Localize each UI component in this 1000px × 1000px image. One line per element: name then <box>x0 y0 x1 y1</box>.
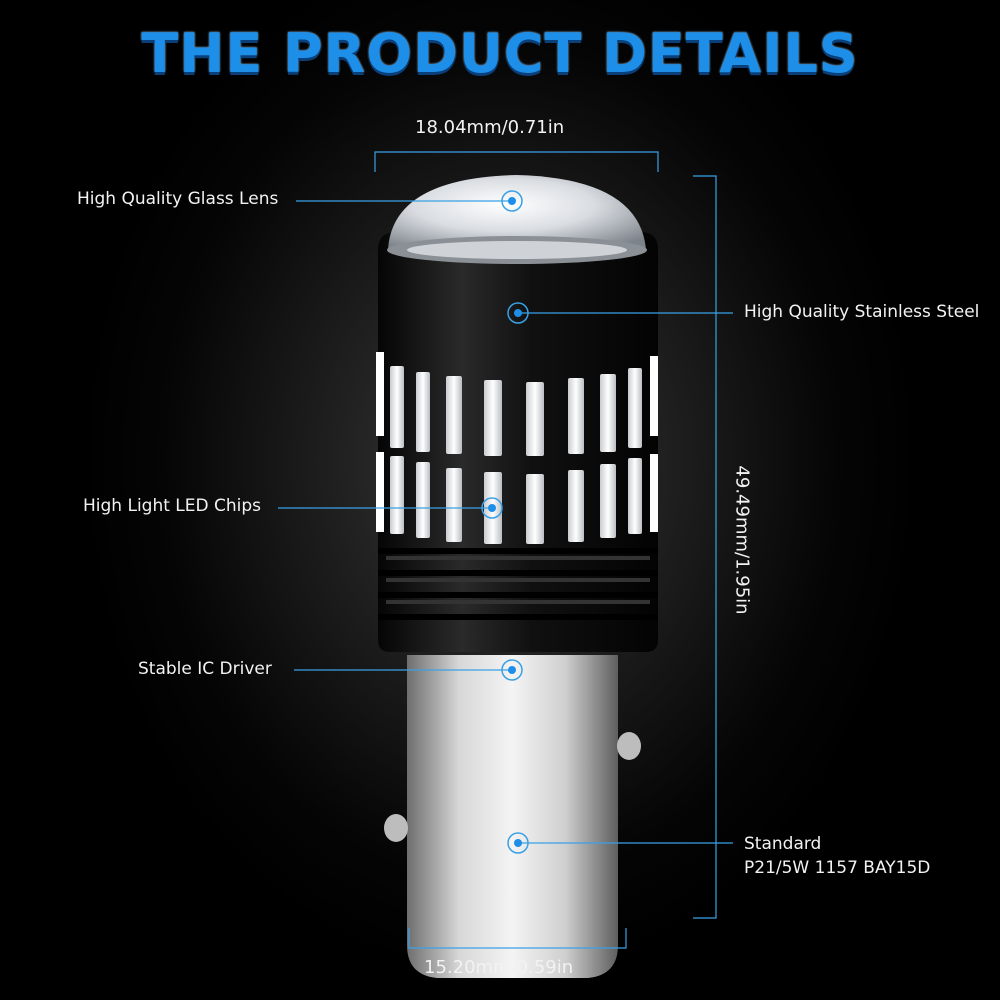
marker-stainless-steel <box>507 302 529 324</box>
callout-led-chips: High Light LED Chips <box>83 496 262 516</box>
callout-ic-driver: Stable IC Driver <box>138 659 272 679</box>
callout-stainless-steel: High Quality Stainless Steel <box>744 302 980 322</box>
marker-led-chips <box>481 497 503 519</box>
dimension-bottom-width: 15.20mm/0.59in <box>424 957 574 978</box>
bulb-base <box>384 655 641 978</box>
dimension-lines <box>374 151 717 949</box>
led-chip-row-upper <box>376 352 658 456</box>
glass-lens <box>387 175 647 264</box>
bulb-housing <box>378 232 658 652</box>
callout-standard-line2: P21/5W 1157 BAY15D <box>744 858 931 878</box>
marker-standard <box>507 832 529 854</box>
led-chip-row-lower <box>376 452 658 544</box>
dimension-top-width: 18.04mm/0.71in <box>415 117 565 138</box>
marker-ic-driver <box>501 659 523 681</box>
callout-glass-lens: High Quality Glass Lens <box>77 189 279 209</box>
page-title: THE PRODUCT DETAILS <box>141 22 859 85</box>
marker-glass-lens <box>501 190 523 212</box>
callout-lines <box>278 200 733 844</box>
dimension-height: 49.49mm/1.95in <box>731 465 753 615</box>
callout-standard-line1: Standard <box>744 834 822 854</box>
